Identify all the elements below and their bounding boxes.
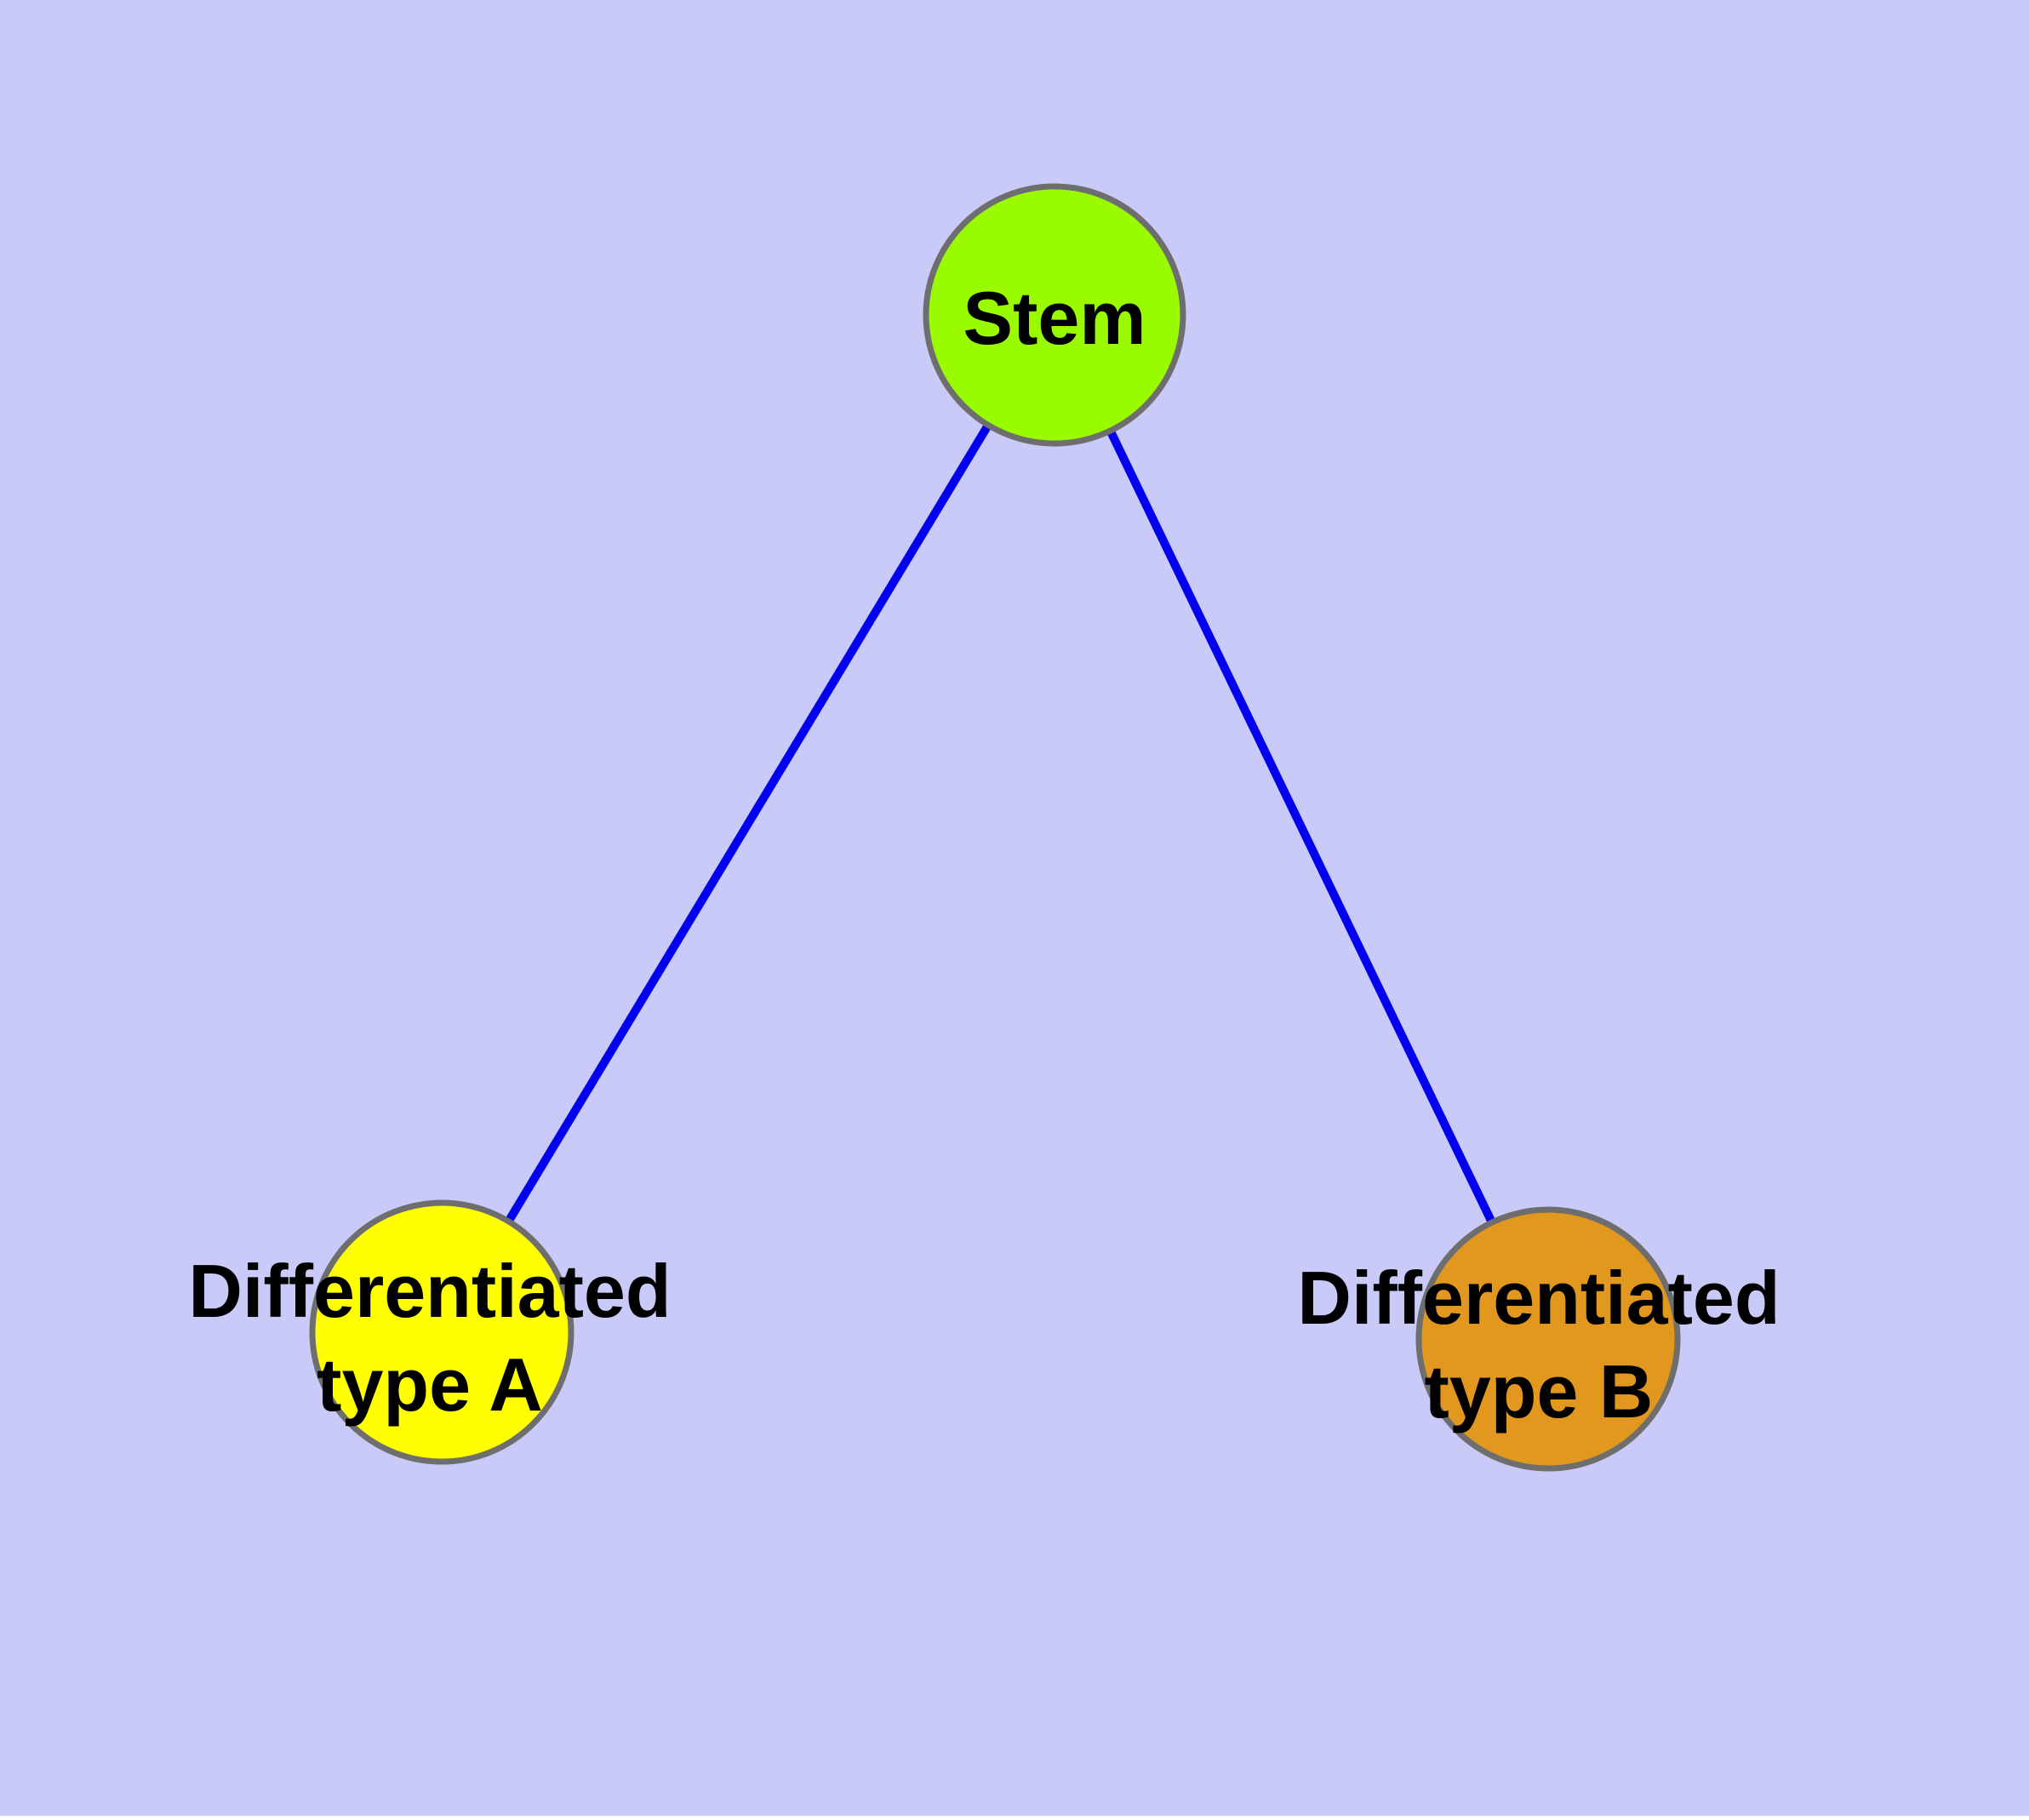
node-stem-label: Stem (963, 272, 1146, 365)
edge-stem-to-type-a (437, 312, 1059, 1335)
node-type-a-circle[interactable] (309, 1199, 574, 1465)
label-line: type B (1424, 1349, 1654, 1434)
label-line: Stem (963, 276, 1146, 360)
edge-stem-to-type-b (1050, 312, 1552, 1342)
label-line: Differentiated (1297, 1256, 1780, 1340)
node-type-a-label: Differentiated type A (188, 1245, 671, 1432)
node-type-b-label: Differentiated type B (1297, 1251, 1780, 1439)
node-type-b-circle[interactable] (1415, 1206, 1681, 1472)
label-line: Differentiated (188, 1249, 672, 1333)
label-line: type A (317, 1342, 543, 1427)
node-stem-circle[interactable] (923, 183, 1186, 447)
